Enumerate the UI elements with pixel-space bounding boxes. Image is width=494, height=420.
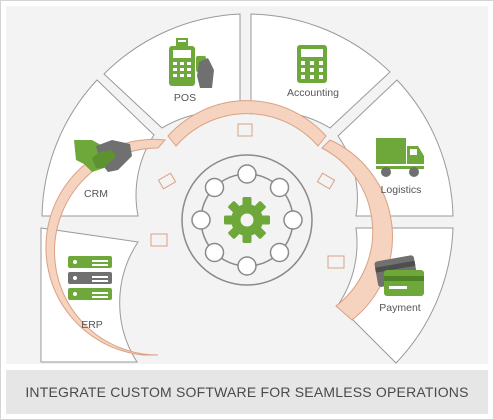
segment-label-crm: CRM [84, 188, 108, 200]
ring-notch [150, 233, 168, 247]
connector-ring [45, 100, 393, 356]
orbit-node [204, 242, 225, 263]
orbit-node [191, 210, 211, 230]
segment-label-logistics: Logistics [381, 184, 422, 196]
orbit-nodes [191, 164, 303, 276]
hub [181, 154, 313, 286]
handshake-icon [74, 140, 132, 172]
ring-notch [237, 123, 253, 137]
orbit-node [269, 177, 290, 198]
ring-arc-top [167, 100, 327, 147]
calculator-icon [297, 45, 327, 83]
ring-notch [157, 172, 177, 190]
segment-label-pos: POS [174, 92, 196, 104]
gear-icon [224, 197, 270, 243]
segment-label-erp: ERP [81, 319, 103, 331]
segment-labels: ERP CRM POS Accounting Logistics Payment [81, 87, 421, 331]
pos-terminal-icon [169, 38, 214, 88]
ring-notch [327, 255, 345, 269]
caption-text: INTEGRATE CUSTOM SOFTWARE FOR SEAMLESS O… [25, 384, 469, 400]
delivery-truck-icon [376, 138, 424, 177]
ring-arc-right [321, 139, 393, 321]
caption-bar: INTEGRATE CUSTOM SOFTWARE FOR SEAMLESS O… [6, 370, 488, 414]
orbit-node [237, 256, 257, 276]
credit-card-icon [374, 255, 424, 296]
segment-label-accounting: Accounting [287, 87, 339, 99]
orbit-node [237, 164, 257, 184]
ring-arc-left [45, 138, 167, 356]
segment-label-payment: Payment [379, 302, 421, 314]
ring-notch [316, 172, 336, 190]
server-stack-icon [68, 256, 112, 300]
orbit-node [204, 177, 225, 198]
orbit-node [283, 210, 303, 230]
orbit-node [269, 242, 290, 263]
